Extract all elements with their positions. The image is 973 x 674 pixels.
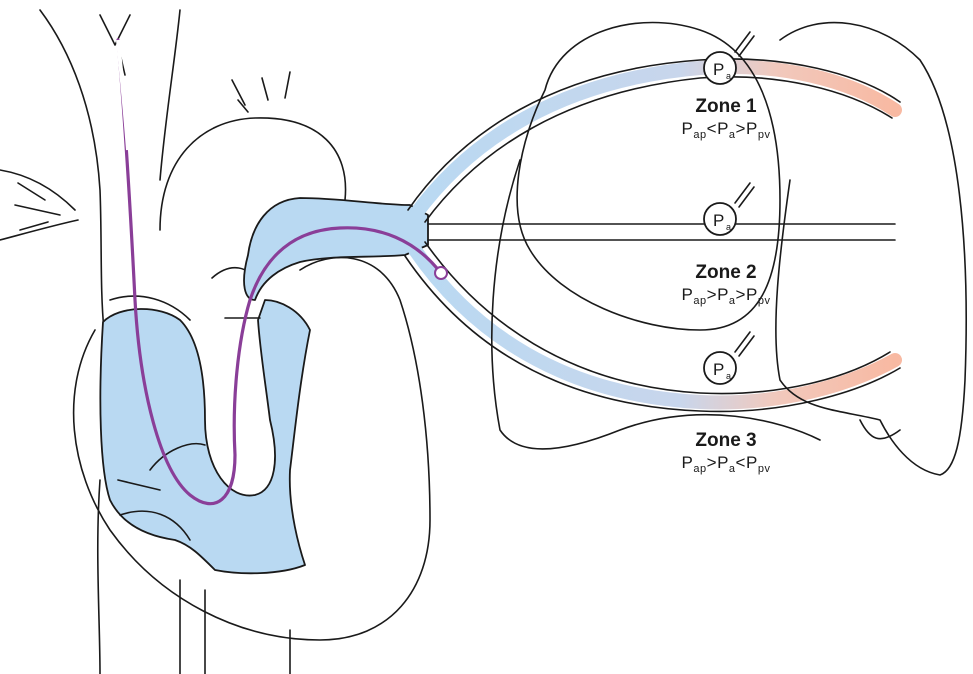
- alveolar-pressure-gauge-zone-1: P a: [704, 32, 754, 84]
- gauge-1-symbol: P: [713, 60, 724, 79]
- zone-1-label: Zone 1 Pap<Pa>Ppv: [646, 96, 806, 146]
- zone-2-title: Zone 2: [646, 262, 806, 284]
- heart-chambers: [100, 268, 310, 574]
- gauge-3-sub: a: [726, 371, 731, 381]
- gauge-2-symbol: P: [713, 211, 724, 230]
- zone-3-formula: Pap>Pa<Ppv: [646, 452, 806, 480]
- zone-2-label: Zone 2 Pap>Pa>Ppv: [646, 262, 806, 312]
- alveolar-pressure-gauge-zone-3: P a: [704, 332, 754, 384]
- zone-1-title: Zone 1: [646, 96, 806, 118]
- pulmonary-trunk: [244, 198, 428, 300]
- gauge-3-symbol: P: [713, 360, 724, 379]
- zone-2-formula: Pap>Pa>Ppv: [646, 284, 806, 312]
- zone-3-title: Zone 3: [646, 430, 806, 452]
- gauge-2-sub: a: [726, 222, 731, 232]
- zone-3-label: Zone 3 Pap>Pa<Ppv: [646, 430, 806, 480]
- gauge-1-sub: a: [726, 71, 731, 81]
- zone-1-formula: Pap<Pa>Ppv: [646, 118, 806, 146]
